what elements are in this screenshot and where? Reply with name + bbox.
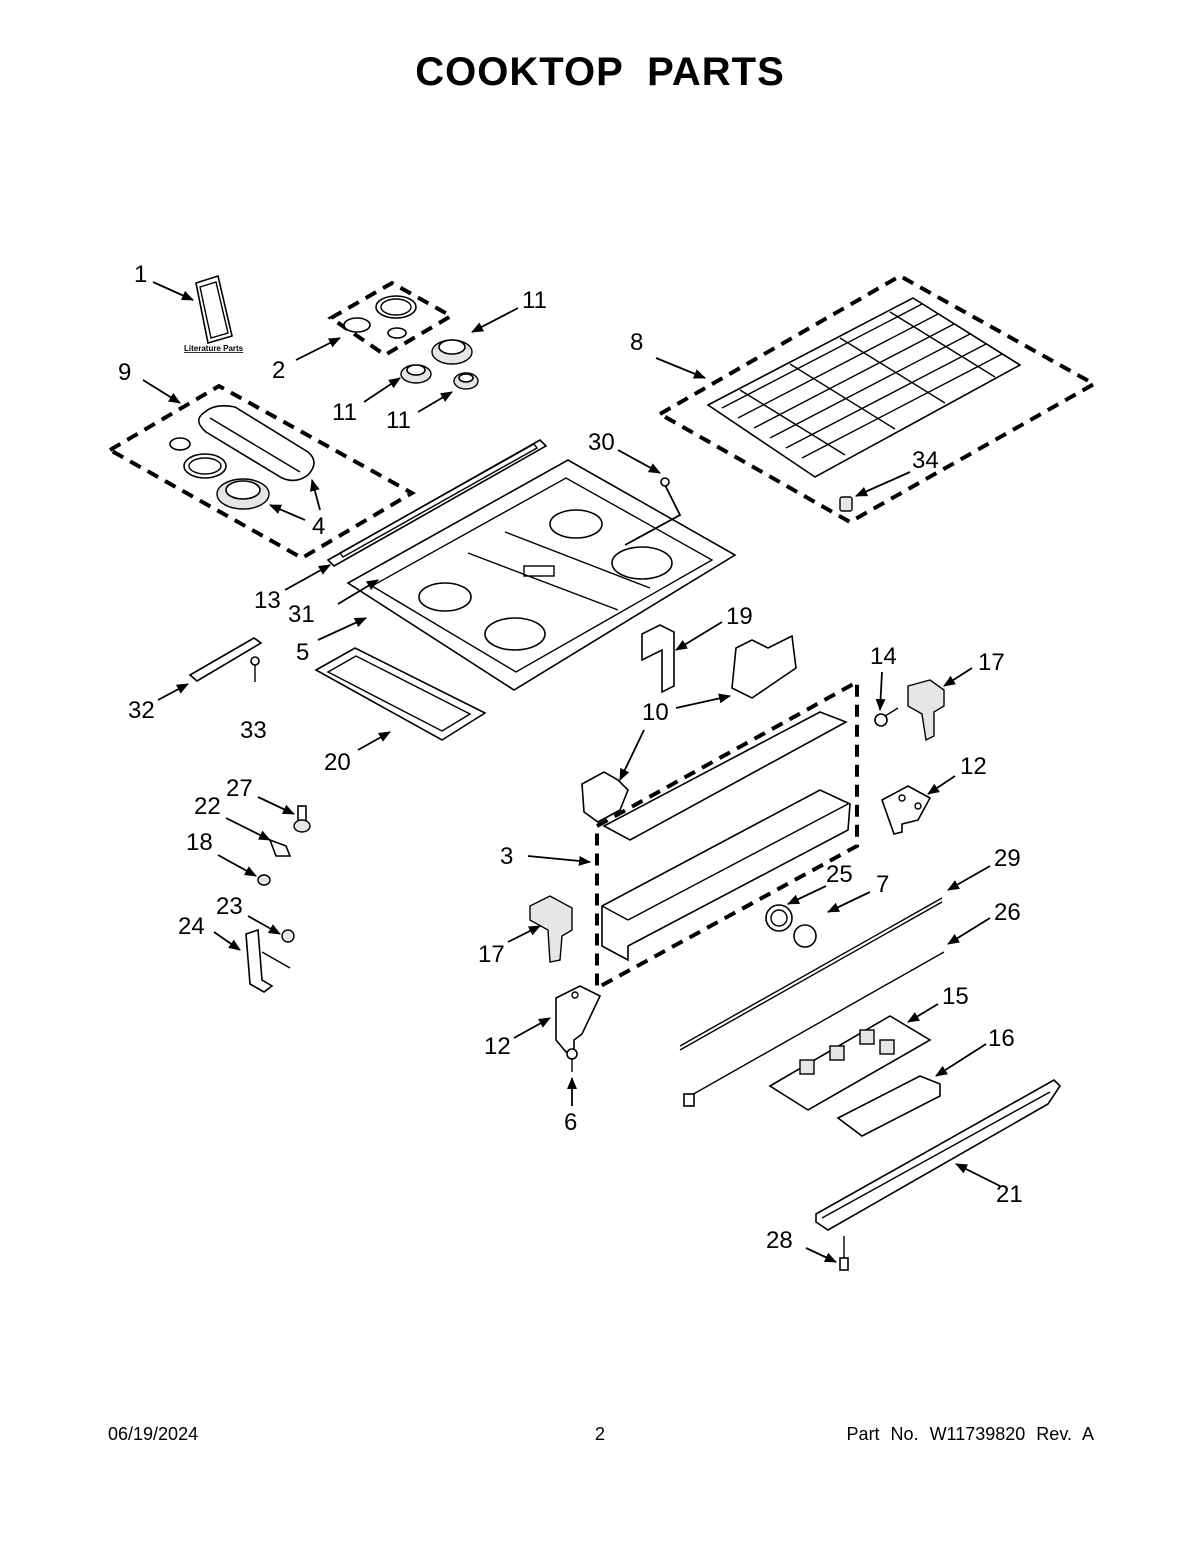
literature-parts-icon: Literature Parts <box>184 274 244 353</box>
callout-33: 33 <box>240 717 267 744</box>
callout-11a: 11 <box>522 287 547 314</box>
cooktop-main <box>346 459 737 691</box>
valve-23 <box>281 929 295 943</box>
bracket-17-left <box>529 895 573 963</box>
electrode-22 <box>268 838 292 857</box>
control-board <box>768 1015 932 1111</box>
wire-harness-26 <box>683 951 945 1107</box>
callout-30: 30 <box>588 429 615 456</box>
callout-14: 14 <box>870 643 897 670</box>
grommet-18 <box>257 874 271 886</box>
callout-11b: 11 <box>332 399 357 426</box>
board-shield <box>836 1075 941 1137</box>
callout-20: 20 <box>324 749 351 776</box>
callout-19: 19 <box>726 603 753 630</box>
group-box-2 <box>327 280 456 358</box>
callout-6: 6 <box>564 1109 577 1136</box>
callout-11c: 11 <box>386 407 411 434</box>
callout-1: 1 <box>134 261 147 288</box>
callout-3: 3 <box>500 843 513 870</box>
callout-12b: 12 <box>484 1033 511 1060</box>
callout-29: 29 <box>994 845 1021 872</box>
control-panel <box>601 711 851 962</box>
callout-16: 16 <box>988 1025 1015 1052</box>
footer-page-number: 2 <box>594 1424 605 1444</box>
callout-23: 23 <box>216 893 243 920</box>
screw-28 <box>839 1236 849 1271</box>
screw-33 <box>250 656 260 682</box>
control-knob <box>793 924 817 948</box>
callout-10: 10 <box>642 699 669 726</box>
literature-label: Literature Parts <box>184 344 244 353</box>
footer-part-number: Part No. W11739820 Rev. A <box>846 1424 1094 1444</box>
callout-labels: 1 2 3 4 5 6 7 8 9 10 11 11 11 12 12 13 1… <box>118 261 1023 1254</box>
callout-34: 34 <box>912 447 939 474</box>
vent-trim <box>326 439 548 567</box>
tube-29 <box>679 897 943 1051</box>
callout-12a: 12 <box>960 753 987 780</box>
callout-15: 15 <box>942 983 969 1010</box>
page-title: COOKTOP PARTS <box>415 50 785 94</box>
callout-21: 21 <box>996 1181 1023 1208</box>
grate-foot <box>839 496 853 512</box>
callout-25: 25 <box>826 861 853 888</box>
screw-6 <box>566 1048 578 1072</box>
bracket-24 <box>245 928 291 993</box>
drip-tray <box>314 647 487 741</box>
callout-17a: 17 <box>978 649 1005 676</box>
screw-14 <box>874 707 899 727</box>
callout-17b: 17 <box>478 941 505 968</box>
hinge-12-right <box>881 785 932 835</box>
callout-4: 4 <box>312 513 325 540</box>
callout-26: 26 <box>994 899 1021 926</box>
knob-bezel <box>765 904 793 932</box>
group-box-8 <box>655 273 1099 525</box>
griddle-burner-group <box>169 405 315 510</box>
callout-31: 31 <box>288 601 315 628</box>
trim-21 <box>815 1079 1062 1231</box>
burner-caps <box>343 295 417 339</box>
group-box-3 <box>595 678 859 992</box>
callout-18: 18 <box>186 829 213 856</box>
callout-28: 28 <box>766 1227 793 1254</box>
mounting-brackets <box>581 624 797 823</box>
group-box-9 <box>105 383 417 561</box>
footer-date: 06/19/2024 <box>108 1424 199 1444</box>
callout-9: 9 <box>118 359 131 386</box>
callout-27: 27 <box>226 775 253 802</box>
hinge-12-left <box>555 985 602 1053</box>
cooktop-grates <box>706 297 1022 478</box>
callout-5: 5 <box>296 639 309 666</box>
callout-7: 7 <box>876 871 889 898</box>
spark-module-bracket <box>188 637 263 682</box>
callout-13: 13 <box>254 587 281 614</box>
callout-32: 32 <box>128 697 155 724</box>
callout-8: 8 <box>630 329 643 356</box>
callout-24: 24 <box>178 913 205 940</box>
screw-27 <box>293 805 311 833</box>
callout-2: 2 <box>272 357 285 384</box>
burner-bases <box>400 339 479 390</box>
callout-22: 22 <box>194 793 221 820</box>
bracket-17-right <box>907 679 945 742</box>
leader-arrows <box>142 281 1001 1263</box>
